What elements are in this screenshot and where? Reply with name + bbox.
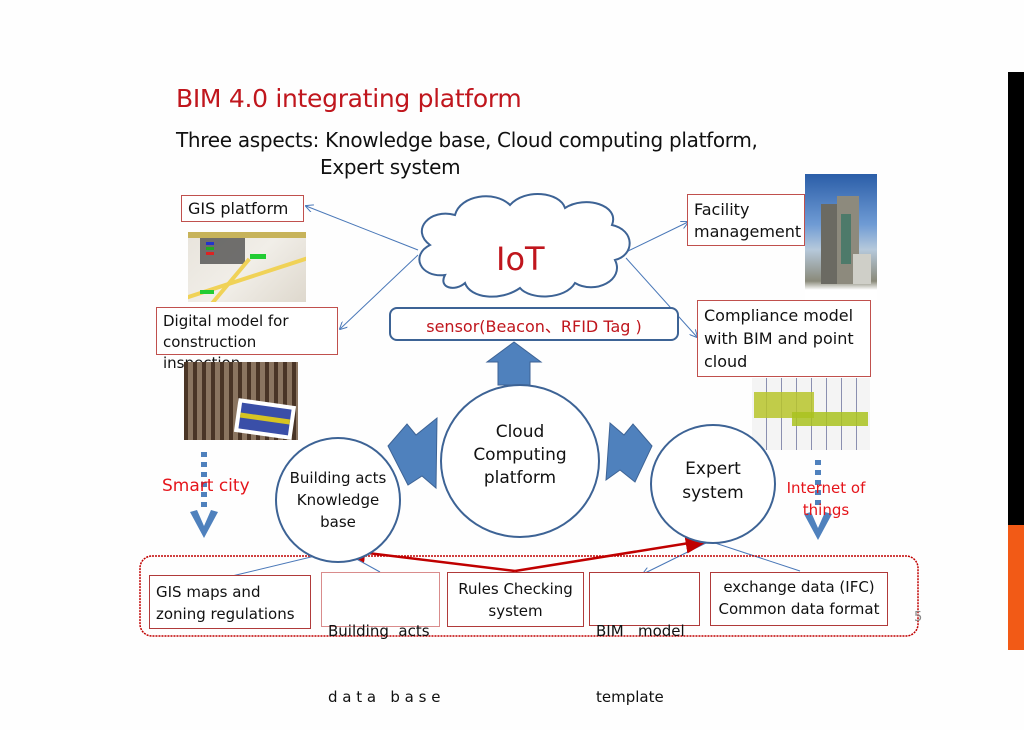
knowledge-line-3: base bbox=[320, 513, 356, 531]
link-cloud-to-digital-model bbox=[340, 254, 419, 329]
rules-checking-line-1: Rules Checking bbox=[458, 580, 573, 598]
digital-model-box: Digital model for construction inspectio… bbox=[156, 307, 338, 372]
gis-platform-label: GIS platform bbox=[188, 199, 289, 218]
iot-down-arrow bbox=[804, 460, 832, 540]
iot-label: IoT bbox=[496, 240, 545, 278]
expert-line-1: Expert bbox=[685, 459, 741, 479]
knowledge-line-1: Building acts bbox=[289, 469, 387, 487]
bottom-container bbox=[139, 555, 919, 637]
compliance-line-2: with BIM and point bbox=[704, 329, 854, 348]
gis-maps-line-2: zoning regulations bbox=[156, 605, 295, 623]
link-cloud-to-facility bbox=[625, 222, 688, 253]
side-accent-bar-black bbox=[1008, 72, 1024, 525]
side-accent-bar-orange bbox=[1008, 525, 1024, 650]
knowledge-line-2: Knowledge bbox=[296, 491, 380, 509]
compliance-model-box: Compliance model with BIM and point clou… bbox=[697, 300, 871, 377]
bottom-box-gis-maps: GIS maps and zoning regulations bbox=[149, 575, 311, 629]
smart-city-label: Smart city bbox=[162, 476, 250, 496]
building-acts-db-line-1: Building acts bbox=[328, 622, 430, 640]
gis-maps-line-1: GIS maps and bbox=[156, 583, 261, 601]
sensor-label: sensor(Beacon、RFID Tag ) bbox=[426, 317, 642, 336]
iot-side-line-2: things bbox=[802, 501, 850, 519]
facility-management-box: Facility management bbox=[687, 194, 805, 246]
bottom-box-building-acts-db: Building acts d a t a b a s e bbox=[321, 572, 440, 706]
digital-model-line-1: Digital model for bbox=[163, 312, 289, 330]
ifc-line-1: exchange data (IFC) bbox=[723, 578, 875, 596]
rules-checking-line-2: system bbox=[488, 602, 543, 620]
link-cloud-to-gis bbox=[306, 206, 419, 251]
construction-photo bbox=[184, 362, 298, 440]
facility-line-2: management bbox=[694, 222, 802, 241]
cloud-computing-circle: Cloud Computing platform bbox=[440, 384, 600, 538]
gis-map-image bbox=[188, 232, 306, 302]
compliance-line-3: cloud bbox=[704, 352, 748, 371]
bottom-box-bim-template: BIM model template bbox=[589, 572, 700, 706]
link-expert-to-bim-template bbox=[643, 541, 709, 574]
iot-side-line-1: Internet of bbox=[786, 479, 866, 497]
ifc-line-2: Common data format bbox=[718, 600, 880, 618]
expert-system-circle: Expert system bbox=[650, 424, 776, 544]
red-arrow-to-knowledge bbox=[340, 542, 516, 573]
cloud-computing-line-1: Cloud bbox=[495, 421, 545, 442]
slide-title: BIM 4.0 integrating platform bbox=[176, 84, 522, 113]
knowledge-base-circle: Building acts Knowledge base bbox=[275, 437, 401, 563]
bottom-box-ifc-exchange: exchange data (IFC) Common data format bbox=[710, 572, 888, 626]
up-arrow-icon bbox=[485, 341, 543, 386]
subtitle-line-2: Expert system bbox=[320, 155, 461, 179]
sensor-box bbox=[389, 307, 679, 341]
facility-line-1: Facility bbox=[694, 200, 750, 219]
building-acts-db-line-2: d a t a b a s e bbox=[328, 688, 441, 706]
red-arrow-to-expert bbox=[514, 533, 711, 573]
cloud-computing-line-2: Computing bbox=[473, 444, 567, 465]
subtitle-line-1: Three aspects: Knowledge base, Cloud com… bbox=[176, 128, 758, 152]
compliance-line-1: Compliance model bbox=[704, 306, 854, 325]
bim-template-line-2: template bbox=[596, 688, 664, 706]
iot-cloud-shape bbox=[418, 192, 631, 298]
expert-line-2: system bbox=[682, 483, 744, 503]
smart-city-down-arrow bbox=[190, 452, 218, 538]
bim-template-line-1: BIM model bbox=[596, 622, 685, 640]
left-block-arrow-icon bbox=[387, 416, 438, 490]
building-model-image bbox=[805, 174, 877, 300]
point-cloud-image bbox=[752, 378, 870, 450]
gis-platform-box: GIS platform bbox=[181, 195, 304, 222]
right-block-arrow-icon bbox=[605, 421, 653, 483]
bottom-box-rules-checking: Rules Checking system bbox=[447, 572, 584, 627]
link-cloud-to-compliance bbox=[625, 257, 697, 337]
internet-of-things-label: Internet of things bbox=[783, 477, 869, 521]
cloud-computing-line-3: platform bbox=[483, 467, 557, 488]
page-number: 5 bbox=[914, 610, 923, 625]
